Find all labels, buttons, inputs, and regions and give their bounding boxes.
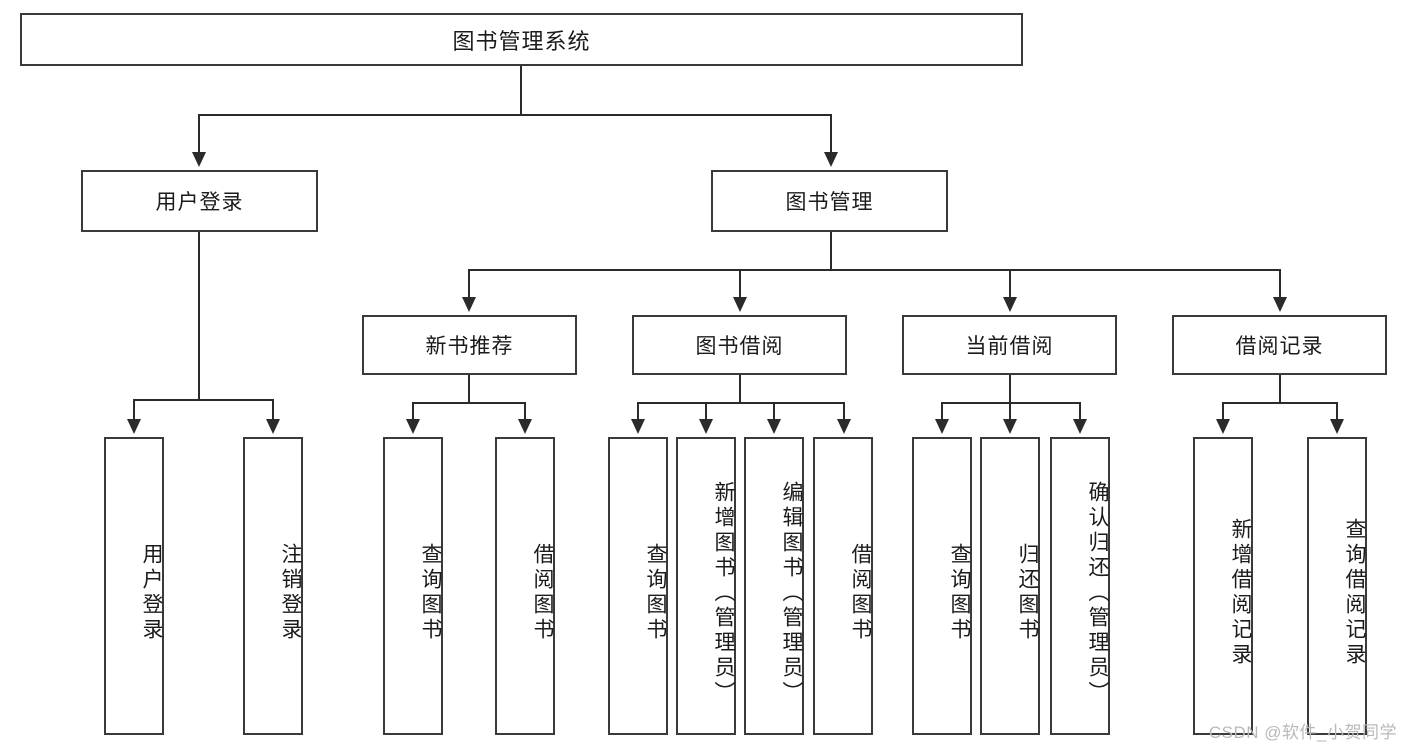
- connector-root-to-user-login: [198, 114, 200, 154]
- arrowhead-book-management: [824, 152, 838, 167]
- connector-current-borrow-bus: [941, 402, 1081, 404]
- leaf-label: 确认归还（管理员）: [1086, 480, 1109, 706]
- node-user-login[interactable]: 用户登录: [81, 170, 318, 232]
- leaf-label: 查询图书: [419, 543, 442, 643]
- connector-cb-to-leaf-2: [1009, 402, 1011, 421]
- connector-root-bus: [198, 114, 832, 116]
- node-label: 图书管理系统: [452, 28, 591, 54]
- leaf-current-borrow-confirm-return[interactable]: 确认归还（管理员）: [1050, 437, 1110, 735]
- leaf-user-login[interactable]: 用户登录: [104, 437, 164, 735]
- leaf-label: 编辑图书（管理员）: [780, 480, 803, 706]
- node-label: 新书推荐: [425, 335, 514, 358]
- arrowhead-nb-query-book: [406, 419, 420, 434]
- arrowhead-bb-add-book: [699, 419, 713, 434]
- arrowhead-leaf-user-login: [127, 419, 141, 434]
- connector-new-book-stem: [468, 375, 470, 403]
- node-borrow-record[interactable]: 借阅记录: [1172, 315, 1387, 375]
- node-label: 图书管理: [785, 191, 874, 214]
- connector-user-login-stem: [198, 232, 200, 400]
- leaf-logout[interactable]: 注销登录: [243, 437, 303, 735]
- leaf-book-borrow-query-book[interactable]: 查询图书: [608, 437, 668, 735]
- leaf-current-borrow-query-book[interactable]: 查询图书: [912, 437, 972, 735]
- arrowhead-cb-query-book: [935, 419, 949, 434]
- leaf-label: 查询借阅记录: [1343, 518, 1366, 668]
- leaf-new-book-borrow-book[interactable]: 借阅图书: [495, 437, 555, 735]
- connector-book-management-bus: [468, 269, 1280, 271]
- leaf-book-borrow-edit-book[interactable]: 编辑图书（管理员）: [744, 437, 804, 735]
- arrowhead-bb-query-book: [631, 419, 645, 434]
- connector-bb-to-leaf-1: [637, 402, 639, 421]
- connector-br-to-leaf-1: [1222, 402, 1224, 421]
- arrowhead-bb-borrow-book: [837, 419, 851, 434]
- leaf-label: 借阅图书: [849, 543, 872, 643]
- arrowhead-nb-borrow-book: [518, 419, 532, 434]
- leaf-label: 归还图书: [1016, 543, 1039, 643]
- node-book-borrow[interactable]: 图书借阅: [632, 315, 847, 375]
- connector-root-stem: [520, 66, 522, 115]
- connector-current-borrow-stem: [1009, 375, 1011, 403]
- leaf-borrow-record-add-record[interactable]: 新增借阅记录: [1193, 437, 1253, 735]
- leaf-borrow-record-query-record[interactable]: 查询借阅记录: [1307, 437, 1367, 735]
- connector-user-login-bus: [133, 399, 274, 401]
- connector-root-to-book-management: [830, 114, 832, 154]
- connector-bb-to-leaf-3: [773, 402, 775, 421]
- csdn-watermark: CSDN @软件_小贺同学: [1208, 723, 1397, 742]
- connector-cb-to-leaf-1: [941, 402, 943, 421]
- arrowhead-br-add-record: [1216, 419, 1230, 434]
- connector-bm-to-borrow-record: [1279, 269, 1281, 299]
- node-current-borrow[interactable]: 当前借阅: [902, 315, 1117, 375]
- leaf-label: 注销登录: [279, 543, 302, 643]
- connector-user-login-to-leaf-1: [133, 399, 135, 421]
- connector-book-management-stem: [830, 232, 832, 270]
- node-label: 当前借阅: [965, 335, 1054, 358]
- leaf-label: 查询图书: [644, 543, 667, 643]
- node-root-book-management-system[interactable]: 图书管理系统: [20, 13, 1023, 66]
- arrowhead-cb-return-book: [1003, 419, 1017, 434]
- connector-bm-to-current-borrow: [1009, 269, 1011, 299]
- arrowhead-cb-confirm-return: [1073, 419, 1087, 434]
- connector-borrow-record-bus: [1222, 402, 1338, 404]
- arrowhead-leaf-logout: [266, 419, 280, 434]
- connector-bb-to-leaf-4: [843, 402, 845, 421]
- leaf-label: 借阅图书: [531, 543, 554, 643]
- leaf-label: 新增图书（管理员）: [712, 480, 735, 706]
- arrowhead-current-borrow: [1003, 297, 1017, 312]
- node-label: 图书借阅: [695, 335, 784, 358]
- connector-bm-to-book-borrow: [739, 269, 741, 299]
- connector-br-to-leaf-2: [1336, 402, 1338, 421]
- connector-book-borrow-stem: [739, 375, 741, 403]
- connector-new-book-bus: [412, 402, 526, 404]
- leaf-book-borrow-borrow-book[interactable]: 借阅图书: [813, 437, 873, 735]
- connector-bm-to-new-book: [468, 269, 470, 299]
- connector-nb-to-leaf-2: [524, 402, 526, 421]
- arrowhead-book-borrow: [733, 297, 747, 312]
- leaf-book-borrow-add-book[interactable]: 新增图书（管理员）: [676, 437, 736, 735]
- arrowhead-bb-edit-book: [767, 419, 781, 434]
- arrowhead-br-query-record: [1330, 419, 1344, 434]
- node-new-book-recommend[interactable]: 新书推荐: [362, 315, 577, 375]
- arrowhead-borrow-record: [1273, 297, 1287, 312]
- arrowhead-new-book-recommend: [462, 297, 476, 312]
- leaf-current-borrow-return-book[interactable]: 归还图书: [980, 437, 1040, 735]
- connector-book-borrow-bus: [637, 402, 845, 404]
- leaf-new-book-query-book[interactable]: 查询图书: [383, 437, 443, 735]
- connector-bb-to-leaf-2: [705, 402, 707, 421]
- arrowhead-user-login: [192, 152, 206, 167]
- node-book-management[interactable]: 图书管理: [711, 170, 948, 232]
- leaf-label: 查询图书: [948, 543, 971, 643]
- connector-cb-to-leaf-3: [1079, 402, 1081, 421]
- connector-borrow-record-stem: [1279, 375, 1281, 403]
- node-label: 借阅记录: [1235, 335, 1324, 358]
- leaf-label: 用户登录: [140, 543, 163, 643]
- node-label: 用户登录: [155, 191, 244, 214]
- connector-user-login-to-leaf-2: [272, 399, 274, 421]
- leaf-label: 新增借阅记录: [1229, 518, 1252, 668]
- connector-nb-to-leaf-1: [412, 402, 414, 421]
